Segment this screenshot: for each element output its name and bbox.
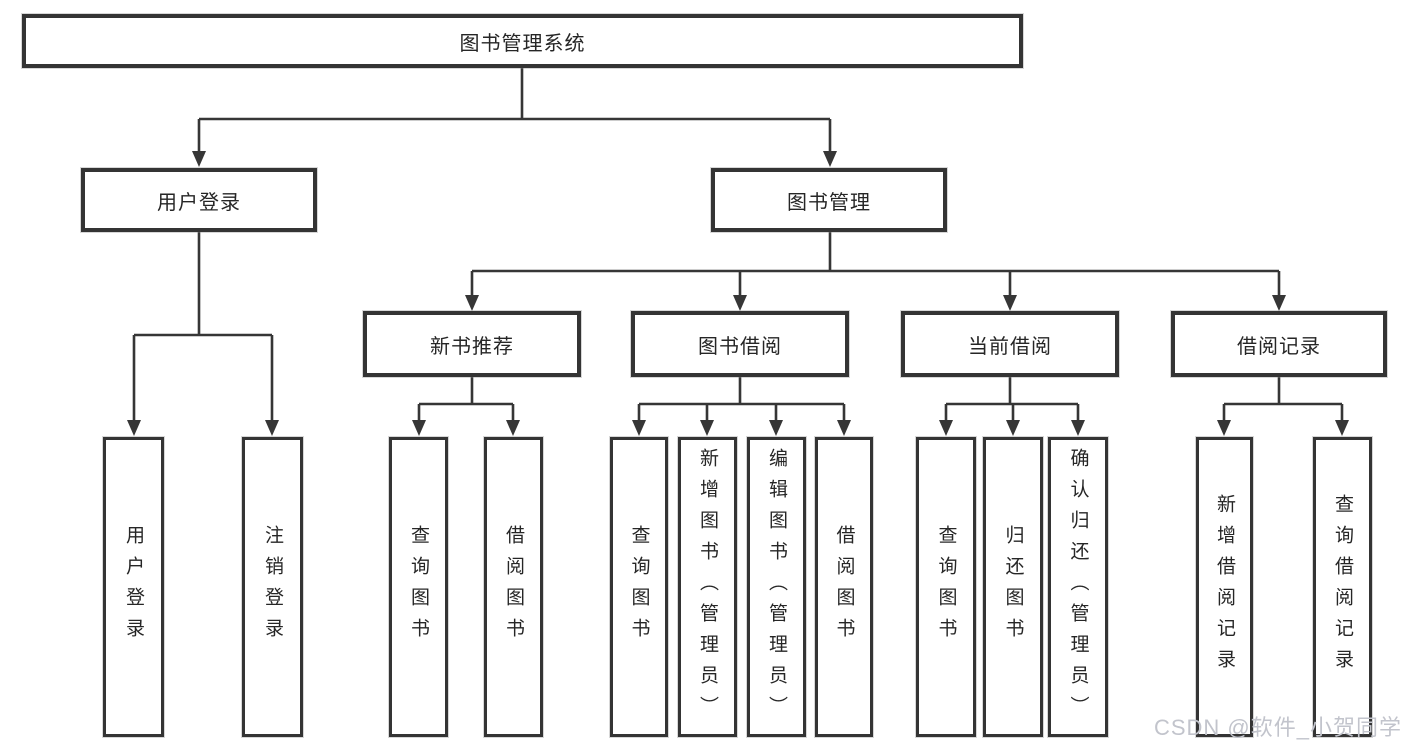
leaf-return-books-label: 归还图书 bbox=[1002, 525, 1024, 649]
arrowhead-icon bbox=[465, 295, 479, 311]
node-current-borrowing-label: 当前借阅 bbox=[968, 335, 1052, 358]
node-book-borrowing: 图书借阅 bbox=[631, 311, 849, 377]
node-user-login-branch: 用户登录 bbox=[81, 168, 317, 232]
node-borrow-records-label: 借阅记录 bbox=[1237, 335, 1321, 358]
arrowhead-icon bbox=[1071, 420, 1085, 436]
leaf-confirm-return-admin: 确认归还（管理员） bbox=[1048, 437, 1108, 737]
leaf-return-books: 归还图书 bbox=[983, 437, 1043, 737]
node-current-borrowing: 当前借阅 bbox=[901, 311, 1119, 377]
node-new-book-recommend: 新书推荐 bbox=[363, 311, 581, 377]
csdn-watermark: CSDN @软件_小贺同学 bbox=[1153, 715, 1402, 740]
leaf-query-books-current-label: 查询图书 bbox=[935, 525, 957, 649]
leaf-borrow-books-borrowing: 借阅图书 bbox=[815, 437, 873, 737]
node-book-borrowing-label: 图书借阅 bbox=[698, 335, 782, 358]
leaf-add-borrow-record-label: 新增借阅记录 bbox=[1214, 494, 1235, 680]
arrowhead-icon bbox=[127, 420, 141, 436]
leaf-query-books-borrowing: 查询图书 bbox=[610, 437, 668, 737]
leaf-confirm-return-admin-label: 确认归还（管理员） bbox=[1067, 447, 1089, 727]
arrowhead-icon bbox=[506, 420, 520, 436]
leaf-edit-books-admin-label: 编辑图书（管理员） bbox=[766, 447, 787, 727]
leaf-borrow-books-borrowing-label: 借阅图书 bbox=[833, 525, 855, 649]
leaf-logout-label: 注销登录 bbox=[262, 525, 283, 649]
arrowhead-icon bbox=[412, 420, 426, 436]
node-library-system: 图书管理系统 bbox=[22, 14, 1023, 68]
node-book-management: 图书管理 bbox=[711, 168, 947, 232]
arrowhead-icon bbox=[1335, 420, 1349, 436]
leaf-add-books-admin-label: 新增图书（管理员） bbox=[697, 447, 718, 727]
leaf-query-books-recommend: 查询图书 bbox=[389, 437, 448, 737]
arrowhead-icon bbox=[700, 420, 714, 436]
arrowhead-icon bbox=[1217, 420, 1231, 436]
leaf-user-login-label: 用户登录 bbox=[123, 525, 144, 649]
node-borrow-records: 借阅记录 bbox=[1171, 311, 1387, 377]
leaf-user-login: 用户登录 bbox=[103, 437, 164, 737]
leaf-logout: 注销登录 bbox=[242, 437, 303, 737]
arrowhead-icon bbox=[265, 420, 279, 436]
arrowhead-icon bbox=[632, 420, 646, 436]
arrowhead-icon bbox=[192, 151, 206, 167]
leaf-query-borrow-record: 查询借阅记录 bbox=[1313, 437, 1372, 737]
node-new-book-recommend-label: 新书推荐 bbox=[430, 335, 514, 358]
node-user-login-branch-label: 用户登录 bbox=[157, 191, 241, 214]
arrowhead-icon bbox=[769, 420, 783, 436]
leaf-borrow-books-recommend-label: 借阅图书 bbox=[503, 525, 524, 649]
leaf-borrow-books-recommend: 借阅图书 bbox=[484, 437, 543, 737]
arrowhead-icon bbox=[733, 295, 747, 311]
node-book-management-label: 图书管理 bbox=[787, 191, 871, 214]
leaf-query-books-current: 查询图书 bbox=[916, 437, 976, 737]
arrowhead-icon bbox=[823, 151, 837, 167]
leaf-query-books-recommend-label: 查询图书 bbox=[408, 525, 429, 649]
arrowhead-icon bbox=[1272, 295, 1286, 311]
node-library-system-label: 图书管理系统 bbox=[459, 32, 586, 55]
leaf-add-books-admin: 新增图书（管理员） bbox=[678, 437, 737, 737]
leaf-query-books-borrowing-label: 查询图书 bbox=[628, 525, 650, 649]
leaf-edit-books-admin: 编辑图书（管理员） bbox=[747, 437, 806, 737]
arrowhead-icon bbox=[837, 420, 851, 436]
leaf-query-borrow-record-label: 查询借阅记录 bbox=[1332, 494, 1353, 680]
arrowhead-icon bbox=[1006, 420, 1020, 436]
arrowhead-icon bbox=[1003, 295, 1017, 311]
leaf-add-borrow-record: 新增借阅记录 bbox=[1196, 437, 1253, 737]
arrowhead-icon bbox=[939, 420, 953, 436]
